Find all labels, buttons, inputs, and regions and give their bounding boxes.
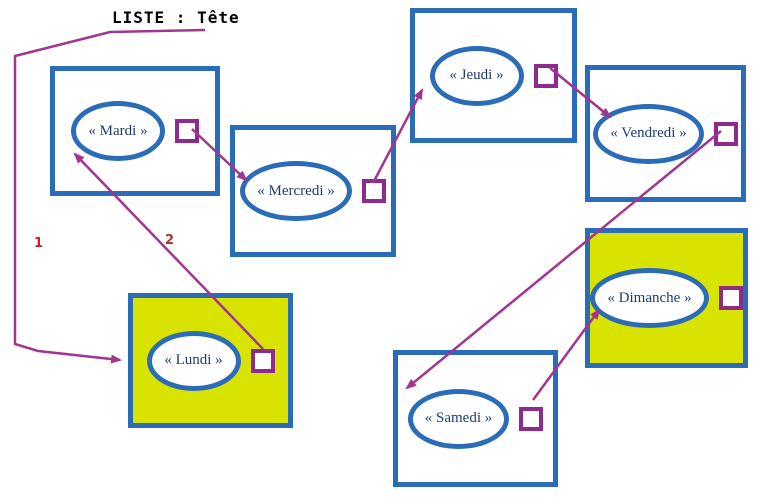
node-mardi-pointer-box — [175, 119, 199, 143]
node-mercredi-pointer-box — [361, 179, 386, 203]
node-vendredi-label: « Vendredi » — [610, 125, 687, 141]
node-mardi-label: « Mardi » — [88, 122, 148, 139]
page-title: LISTE : Tête — [112, 8, 240, 27]
next-pointer-label-2: 2 — [165, 233, 175, 248]
node-dimanche-pointer-box-null — [718, 286, 743, 310]
node-mardi-ellipse: « Mardi » — [71, 101, 165, 161]
node-lundi-ellipse: « Lundi » — [146, 330, 241, 391]
node-dimanche-label: « Dimanche » — [607, 289, 692, 306]
head-pointer-label-1: 1 — [34, 236, 44, 251]
node-samedi-pointer-box — [519, 406, 544, 431]
node-mercredi-ellipse: « Mercredi » — [240, 161, 352, 221]
node-lundi: « Lundi » — [128, 293, 293, 428]
node-vendredi-ellipse: « Vendredi » — [593, 103, 704, 164]
node-jeudi-ellipse: « Jeudi » — [429, 45, 524, 106]
node-lundi-pointer-box — [250, 348, 275, 373]
node-dimanche-ellipse: « Dimanche » — [590, 268, 709, 328]
node-mardi: « Mardi » — [50, 66, 220, 196]
node-vendredi: « Vendredi » — [585, 65, 746, 202]
node-jeudi: « Jeudi » — [410, 8, 577, 143]
node-jeudi-label: « Jeudi » — [449, 67, 504, 83]
node-jeudi-pointer-box — [533, 63, 558, 88]
node-samedi-label: « Samedi » — [424, 410, 493, 426]
node-samedi: « Samedi » — [393, 350, 558, 487]
node-lundi-label: « Lundi » — [164, 352, 223, 368]
node-samedi-ellipse: « Samedi » — [407, 388, 510, 449]
node-dimanche: « Dimanche » — [585, 228, 748, 368]
node-vendredi-pointer-box — [713, 121, 738, 146]
node-mercredi: « Mercredi » — [230, 125, 396, 257]
node-mercredi-label: « Mercredi » — [257, 182, 335, 199]
